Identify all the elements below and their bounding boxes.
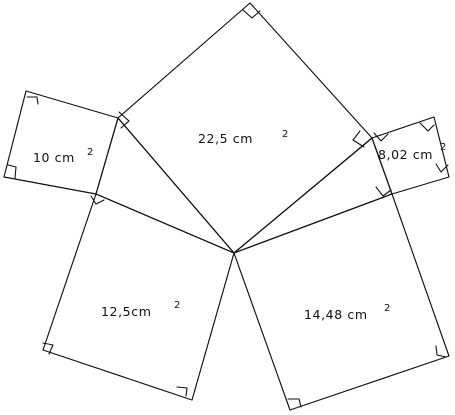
right-angle-mark xyxy=(176,386,188,397)
right-angle-mark xyxy=(7,164,17,179)
right-angle-mark xyxy=(435,345,447,358)
square-upper-left xyxy=(3,90,119,195)
square-lower-left xyxy=(42,193,235,401)
right-angle-mark xyxy=(42,342,54,355)
square-upper-right xyxy=(371,116,450,195)
right-angle-mark xyxy=(375,186,392,197)
right-angle-mark xyxy=(90,195,105,205)
area-exponent-lower-left: 2 xyxy=(174,300,180,311)
area-exponent-upper-left: 2 xyxy=(87,147,93,158)
area-label-lower-left: 12,5cm xyxy=(101,304,151,319)
right-angle-mark xyxy=(352,130,365,148)
area-label-top: 22,5 cm xyxy=(198,131,253,146)
right-angle-mark xyxy=(287,398,302,408)
right-angle-mark xyxy=(419,122,435,132)
area-label-upper-left: 10 cm xyxy=(33,150,75,165)
square-lower-right xyxy=(233,193,450,411)
right-angle-mark xyxy=(373,132,389,142)
area-exponent-upper-right: 2 xyxy=(440,142,446,153)
area-exponent-lower-right: 2 xyxy=(384,303,390,314)
area-label-lower-right: 14,48 cm xyxy=(304,307,368,322)
area-label-upper-right: 8,02 cm xyxy=(378,147,433,162)
right-angle-mark xyxy=(118,111,130,129)
right-angle-mark xyxy=(242,9,261,19)
right-angle-mark xyxy=(435,163,449,173)
right-angle-mark xyxy=(26,96,39,105)
area-exponent-top: 2 xyxy=(282,129,288,140)
right-right-triangle xyxy=(233,137,393,254)
